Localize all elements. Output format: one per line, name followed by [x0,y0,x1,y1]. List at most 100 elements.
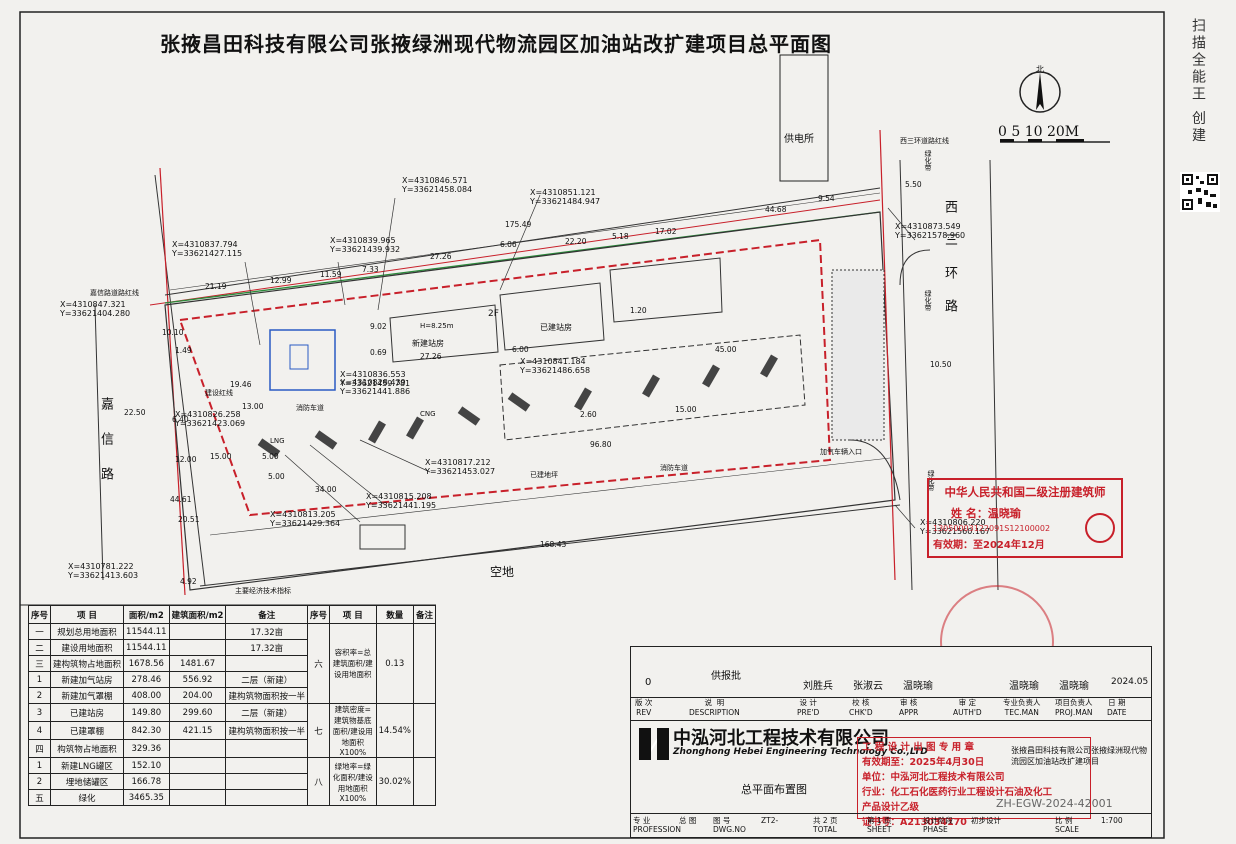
floors-label: 2F [488,309,499,319]
fire-lane-2: 消防车道 [660,464,688,472]
table-cell: 3465.35 [123,789,170,806]
coordinate-label: X=4310841.184 Y=33621486.658 [520,357,591,375]
titleblock-label: 项目负责人 PROJ.MAN [1055,698,1093,717]
scale-bar [1000,139,1110,143]
road-west-label: 嘉信路 [98,397,113,502]
table-cell [412,757,437,806]
table-cell: 4 [27,721,52,740]
drawing-title: 张掖昌田科技有限公司张掖绿洲现代物流园区加油站改扩建项目总平面图 [160,32,832,56]
coordinate-label: X=4310847.321 Y=33621404.280 [60,300,131,318]
green-belt-2: 绿化带 [924,290,932,311]
company-block: 中泓河北工程技术有限公司 Zhonghong Hebei Engineering… [631,720,1011,769]
table-cell [168,739,227,758]
dimension-label: 5.18 [612,232,629,241]
table-cell: 556.92 [168,671,227,688]
height-label: H=8.25m [420,322,454,330]
titleblock-bottom-cell: 1:700 [1101,816,1123,825]
table-cell [168,757,227,774]
table-cell: 建设用地面积 [50,639,125,656]
seal-line: 行业：化工石化医药行业工程设计石油及化工 [862,787,1053,798]
table-cell: 已建罩棚 [50,721,125,740]
project-name: 张掖昌田科技有限公司张掖绿洲现代物流园区加油站改扩建项目 [1011,746,1147,766]
dimension-label: 4.92 [180,577,197,586]
table-cell: 1481.67 [168,655,227,672]
titleblock-bottom-cell: 总 图 [679,816,697,825]
scan-watermark: 扫描全能王 创建 [1190,18,1206,145]
table-cell [168,773,227,790]
dimension-label: 1.49 [175,346,192,355]
design-seal: 工 程 设 计 出 图 专 用 章有效期至：2025年4月30日单位：中泓河北工… [857,737,1091,828]
coordinate-label: X=4310806.220 Y=33621560.167 [920,518,991,536]
seal-line: 产品设计乙级 [862,802,920,813]
table-cell: 八 [306,757,331,806]
dimension-label: 27.26 [430,252,452,261]
lng-label: LNG [270,437,285,445]
table-cell: 1 [27,671,52,688]
designer-1: 刘胜兵 [803,681,833,692]
table-cell: 166.78 [123,773,170,790]
table-cell [412,703,437,758]
table-cell: 绿化 [50,789,125,806]
north-label: 北 [1036,65,1044,74]
dimension-label: 11.59 [320,270,342,279]
titleblock-label: 审 核 APPR [899,698,919,717]
table-cell: 一 [27,623,52,640]
table-cell [168,639,227,656]
dimension-label: 27.26 [420,352,442,361]
redline-label: 建设红线 [205,389,233,397]
coordinate-label: X=4310815.208 Y=33621441.195 [366,492,437,510]
dimension-label: 34.00 [315,485,337,494]
table-header: 面积/m2 [123,605,170,624]
table-cell: 六 [306,623,331,704]
table-cell: 二 [27,639,52,656]
table-cell: 2 [27,773,52,790]
titleblock-bottom-cell: 比 例 SCALE [1055,816,1080,834]
coordinate-label: X=4310817.212 Y=33621453.027 [425,458,496,476]
dimension-label: 22.20 [565,237,587,246]
table-cell: 建构筑物面积按一半 [225,721,308,740]
drawing-number: ZH-EGW-2024-42001 [996,797,1113,810]
dimension-label: 5.50 [905,180,922,189]
table-cell: 构筑物占地面积 [50,739,125,758]
rev-zero: 0 [645,677,652,688]
titleblock-label: 设 计 PRE'D [797,698,820,717]
seal-line: 工 程 设 计 出 图 专 用 章 [862,742,974,753]
fire-lane-1: 消防车道 [296,404,324,412]
dimension-label: 45.00 [715,345,737,354]
green-belt-1: 绿化带 [924,150,932,171]
date-value: 2024.05 [1111,677,1149,687]
south-area-label: 空地 [490,565,515,579]
dimension-label: 9.54 [818,194,835,203]
company-en: Zhonghong Hebei Engineering Technology C… [673,747,928,757]
designer-3: 温晓瑜 [903,681,933,692]
table-cell: 842.30 [123,721,170,740]
coordinate-label: X=4310851.121 Y=33621484.947 [530,188,601,206]
dimension-label: 17.02 [655,227,677,236]
existing-station-label: 已建站房 [540,323,572,332]
table-cell: 0.13 [375,623,414,704]
titleblock-label: 审 定 AUTH'D [953,698,982,717]
coordinate-label: X=4310846.571 Y=33621458.084 [402,176,473,194]
table-cell [225,757,308,774]
power-station-label: 供电所 [784,134,814,145]
dimension-label: 44.68 [765,205,787,214]
boundary-label: 主要经济技术指标 [235,587,291,595]
table-cell: 408.00 [123,687,170,704]
dimension-label: 6.06 [500,240,517,249]
dimension-label: 21.19 [205,282,227,291]
desc-zero: 供报批 [711,671,741,682]
seal-line: 证书号：A213034170 [862,817,967,828]
green-belt-3: 绿化带 [927,470,935,491]
table-cell [168,789,227,806]
table-cell: 3 [27,703,52,722]
east-redline-label: 西三环道路红线 [900,137,949,145]
designer-4: 温晓瑜 [1009,681,1039,692]
table-cell: 二层（新建） [225,671,308,688]
